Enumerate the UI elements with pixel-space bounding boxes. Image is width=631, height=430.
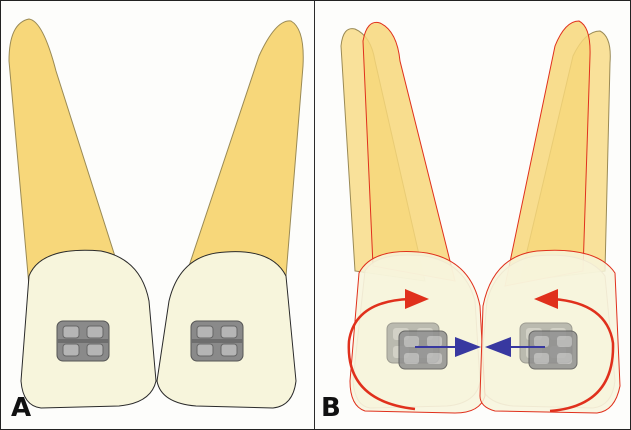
left-bracket	[57, 321, 109, 361]
left-tooth-moved-root	[363, 22, 455, 281]
right-tooth-moved-root	[505, 21, 590, 286]
left-bracket-moved	[399, 331, 447, 369]
panel-b-label: B	[321, 393, 341, 423]
panel-a-label: A	[11, 393, 31, 423]
panel-b: B	[315, 1, 630, 429]
panel-b-drawing	[315, 1, 630, 429]
panel-a-drawing	[1, 1, 315, 429]
left-tooth-root	[9, 19, 126, 291]
right-bracket-moved	[529, 331, 577, 369]
right-bracket	[191, 321, 243, 361]
right-tooth-root	[184, 21, 303, 281]
right-tooth	[157, 21, 303, 408]
panel-a: A	[1, 1, 315, 429]
left-tooth	[9, 19, 156, 408]
